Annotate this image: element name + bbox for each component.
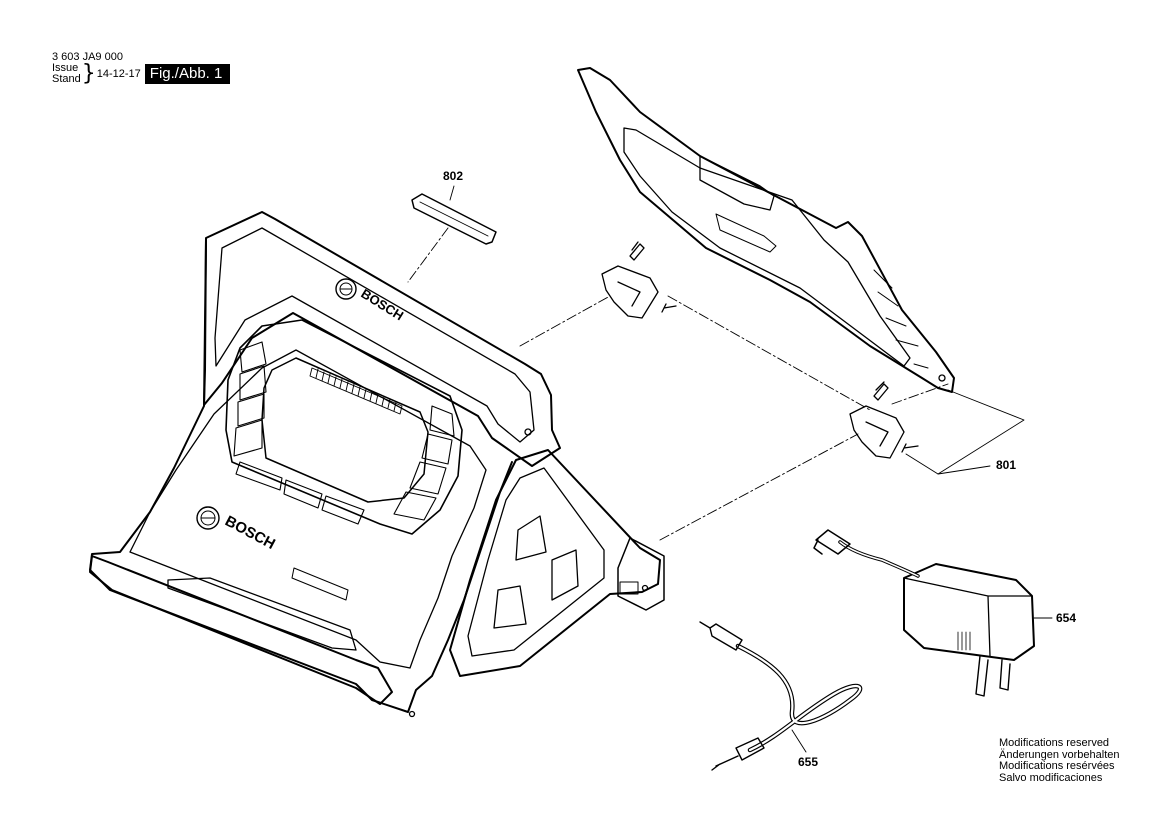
adapter-connector: [813, 529, 851, 555]
brand-text-front: BOSCH: [222, 513, 278, 553]
display-left-buttons: [233, 341, 267, 457]
callout-801: 801: [996, 458, 1016, 472]
callout-654: 654: [1056, 611, 1076, 625]
display-bottom-buttons: [235, 461, 365, 525]
speaker-side: [449, 449, 661, 677]
adapter-cable-inner: [839, 541, 919, 577]
radio-bottom-bumper: [89, 555, 393, 705]
figure-label: Fig./Abb. 1: [144, 64, 231, 84]
bolt-icon: [524, 428, 532, 436]
issue-date: 14-12-17: [96, 68, 141, 80]
adapter-vent: [957, 631, 971, 651]
cover-outer: [577, 67, 955, 393]
screw-icon: [873, 381, 889, 401]
stand-label: Stand: [52, 73, 81, 85]
radio-left-side: [89, 239, 513, 713]
bolt-icon: [938, 374, 946, 382]
aux-cable: [699, 621, 863, 771]
side-bracket: [617, 537, 665, 611]
footer-line: Modifications reserved: [999, 737, 1110, 749]
adapter-plug-pins: [975, 655, 1011, 697]
footer-line: Salvo modificaciones: [999, 771, 1103, 784]
screw-icon: [629, 241, 645, 261]
cover-ridge: [699, 155, 775, 211]
gasket-part: [411, 193, 497, 245]
speaker-side-inner: [467, 467, 605, 657]
aux-plug-bottom: [711, 737, 765, 771]
brand-logo-top: BOSCH: [335, 278, 406, 323]
speaker-port-bottom: [493, 585, 527, 629]
callout-leaders: [449, 185, 1053, 753]
aux-plug-top: [699, 621, 743, 651]
adapter-body: [903, 563, 1035, 661]
cover-slot: [715, 213, 777, 253]
issue-block: Issue Stand } 14-12-17 Fig./Abb. 1: [52, 61, 231, 86]
callout-802: 802: [443, 169, 463, 183]
bolt-icon: [641, 584, 649, 592]
front-label-plate: [291, 567, 349, 601]
radio-body: BOSCH BOSCH: [89, 211, 665, 718]
aux-cable-outer: [735, 643, 863, 753]
cover-inner: [623, 127, 911, 367]
screw-icon: [901, 443, 919, 453]
cover-ribs: [873, 269, 929, 369]
radio-handle-grip: [167, 577, 357, 651]
issue-label: Issue: [52, 62, 79, 74]
footer-line: Modifications resérvées: [999, 760, 1115, 772]
display-screen: [261, 357, 429, 503]
display-right-buttons: [393, 405, 455, 521]
part-number: 3 603 JA9 000: [52, 51, 123, 63]
brand-logo-front: BOSCH: [196, 506, 278, 553]
screw-icon: [661, 303, 677, 313]
bolt-icon: [408, 710, 416, 718]
latch-lower: [849, 381, 919, 459]
side-socket: [619, 581, 639, 595]
brace-glyph: }: [81, 61, 96, 86]
speaker-port-right: [551, 549, 579, 601]
adapter-top-edge: [903, 577, 1033, 657]
speaker-port-top: [515, 515, 547, 561]
radio-front-bevel: [129, 349, 487, 669]
screen-grille: [309, 367, 403, 415]
power-adapter: [813, 529, 1035, 697]
battery-cover: [577, 67, 955, 393]
latch-upper: [601, 241, 677, 319]
issue-labels: Issue Stand: [52, 63, 81, 85]
gasket-part-inner: [419, 201, 489, 237]
footer-line: Änderungen vorbehalten: [999, 748, 1120, 761]
aux-cable-inner: [736, 644, 862, 752]
modifications-note: Modifications reserved Änderungen vorbeh…: [999, 737, 1120, 784]
callout-655: 655: [798, 755, 818, 769]
radio-top-inner: [214, 227, 535, 443]
display-panel-outer: [225, 319, 463, 535]
radio-top-frame: [203, 211, 561, 467]
leader-lines: [407, 227, 949, 541]
